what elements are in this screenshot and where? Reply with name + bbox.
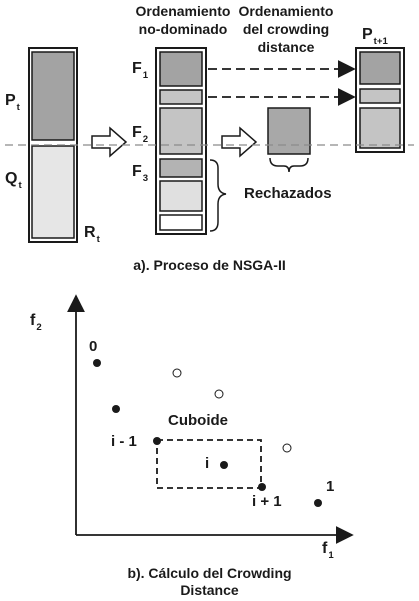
label-f2-axis-sub: 2 — [36, 322, 42, 333]
label-pt1-sub: t+1 — [373, 36, 388, 47]
pt1-f2-block — [359, 107, 401, 149]
caption-a: a). Proceso de NSGA-II — [133, 257, 286, 273]
label-qt-sub: t — [18, 180, 22, 191]
caption-b: b). Cálculo del Crowding Distance — [0, 565, 419, 599]
f2-block — [159, 107, 203, 155]
label-pt1-main: P — [362, 26, 373, 43]
pt1-f1-block — [359, 51, 401, 85]
point-i-plus-1 — [258, 483, 266, 491]
label-f3-sub: 3 — [142, 173, 149, 184]
f1-block — [159, 51, 203, 87]
label-qt: Qt — [5, 170, 22, 191]
header-nondominated-line2: no-dominado — [138, 21, 228, 37]
pt1-f1-small-block — [359, 88, 401, 104]
pt-block — [31, 51, 75, 141]
label-point-i-minus-1: i - 1 — [111, 433, 137, 450]
sorted-f2-block — [267, 107, 311, 155]
header-crowding-line1: Ordenamiento — [238, 3, 334, 19]
point-i — [220, 461, 228, 469]
label-rt: Rt — [84, 224, 100, 245]
rejected-brace-large — [209, 159, 227, 232]
cuboid-rect — [156, 439, 262, 489]
label-qt-main: Q — [5, 170, 18, 187]
label-f1-sub: 1 — [142, 70, 149, 81]
label-f2-axis: f2 — [30, 312, 42, 333]
point-0 — [93, 359, 101, 367]
rejected-brace-small — [269, 157, 309, 173]
label-f2-main: F — [132, 124, 142, 141]
label-f1-axis: f1 — [322, 540, 334, 561]
header-nondominated: Ordenamiento no-dominado — [120, 2, 246, 38]
label-f1-axis-main: f — [322, 540, 328, 557]
hollow-point-3 — [282, 443, 292, 453]
label-pt: Pt — [5, 92, 20, 113]
label-f2-sub: 2 — [142, 134, 149, 145]
label-pt-main: P — [5, 92, 16, 109]
label-rt-main: R — [84, 224, 96, 241]
caption-b-line1: b). Cálculo del Crowding — [127, 565, 292, 581]
hollow-arrow-1 — [91, 126, 128, 158]
f1-small-block — [159, 89, 203, 105]
label-point-i: i — [205, 455, 210, 472]
caption-b-line2: Distance — [180, 582, 239, 598]
label-f3-main: F — [132, 163, 142, 180]
label-pt1: Pt+1 — [362, 26, 388, 47]
label-cuboid: Cuboide — [168, 412, 228, 429]
label-f1: F1 — [132, 60, 149, 81]
header-nondominated-line1: Ordenamiento — [135, 3, 231, 19]
hollow-point-2 — [214, 389, 224, 399]
f3-block — [159, 158, 203, 178]
label-f3: F3 — [132, 163, 149, 184]
label-point-0: 0 — [89, 338, 98, 355]
point-1 — [314, 499, 322, 507]
label-f2-axis-main: f — [30, 312, 36, 329]
label-f1-axis-sub: 1 — [328, 550, 334, 561]
label-pt-sub: t — [16, 102, 20, 113]
label-rejected: Rechazados — [244, 185, 332, 202]
label-f1-main: F — [132, 60, 142, 77]
point-i-minus-1 — [153, 437, 161, 445]
point-a — [112, 405, 120, 413]
label-point-1: 1 — [326, 478, 335, 495]
hollow-point-1 — [172, 368, 182, 378]
label-point-i-plus-1: i + 1 — [252, 493, 282, 510]
qt-block — [31, 145, 75, 239]
header-crowding-line2: del crowding — [242, 21, 330, 37]
label-rt-sub: t — [96, 234, 100, 245]
hollow-arrow-2 — [221, 126, 258, 158]
rejected-block-2 — [159, 214, 203, 231]
rejected-block-1 — [159, 180, 203, 212]
header-crowding: Ordenamiento del crowding distance — [220, 2, 352, 56]
header-crowding-line3: distance — [257, 39, 315, 55]
label-f2: F2 — [132, 124, 149, 145]
